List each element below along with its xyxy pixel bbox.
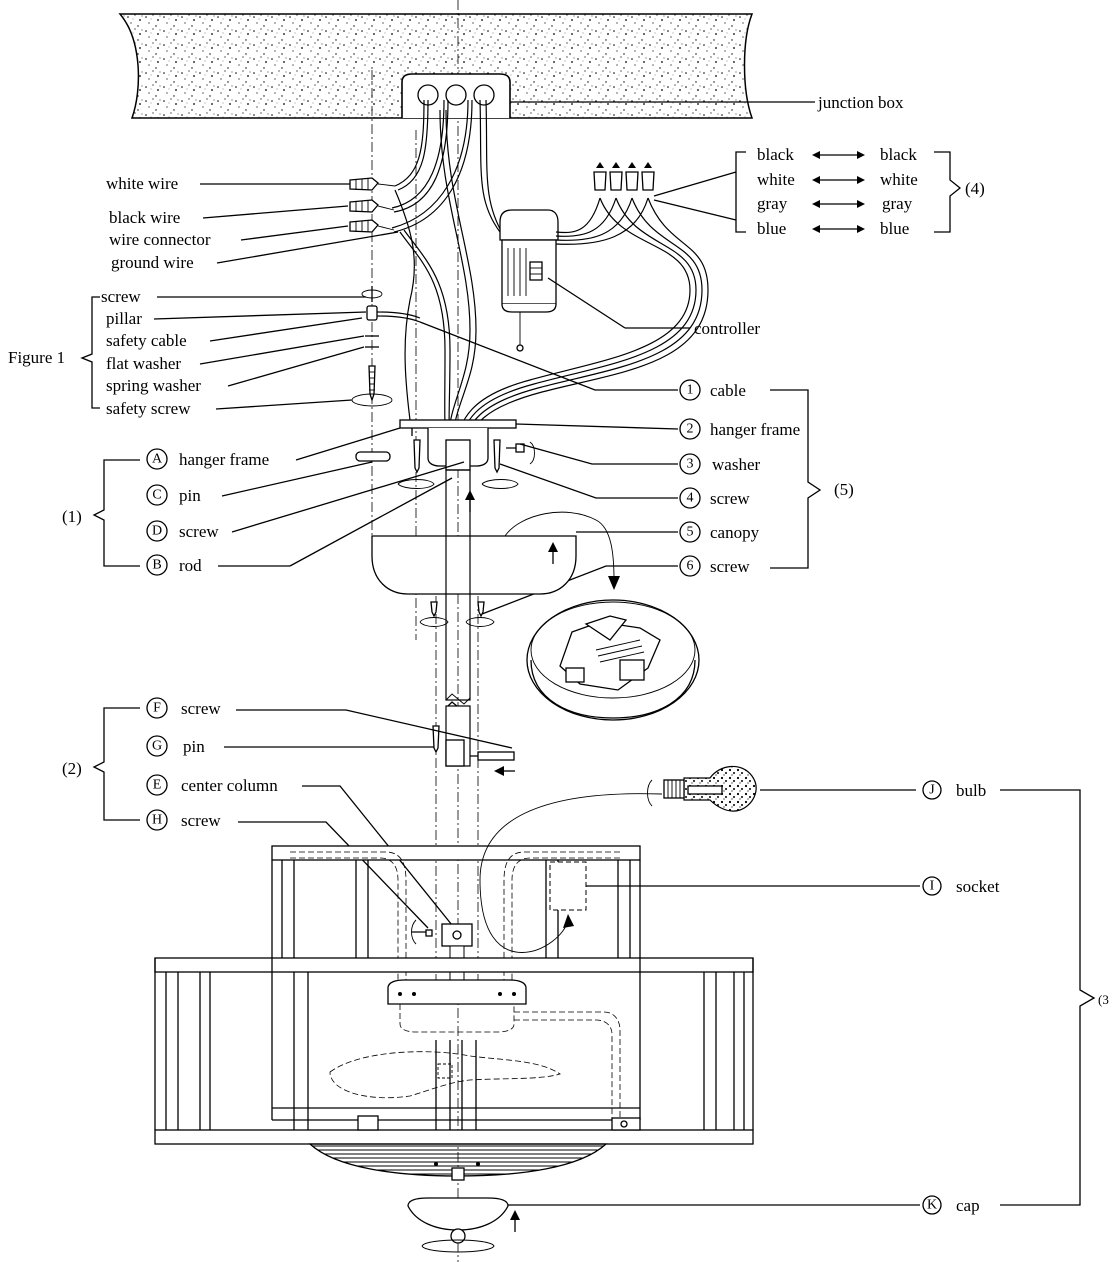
map-right-gray: gray (882, 194, 913, 213)
wire-connectors-right (593, 162, 737, 221)
mark-D: D (152, 524, 162, 539)
canopy-detail-view (526, 599, 700, 721)
map-right-white: white (880, 170, 918, 189)
group3-bracket (1000, 789, 1096, 1206)
map-left-blue: blue (757, 219, 786, 238)
map-left-gray: gray (757, 194, 788, 213)
group1-tag: (1) (62, 507, 82, 526)
mark-1: 1 (687, 383, 694, 398)
double-arrows (812, 151, 865, 233)
mark-J: J (929, 783, 935, 798)
group3-tag: (3 (1098, 992, 1109, 1007)
mark-C: C (152, 488, 161, 503)
group1-rod-label: rod (179, 556, 202, 575)
map-left-white: white (757, 170, 795, 189)
group5-screw2-label: screw (710, 557, 750, 576)
bulb (647, 765, 916, 812)
white-wire-label: white wire (106, 174, 178, 193)
group1-hanger-frame-label: hanger frame (179, 450, 269, 469)
ceiling (118, 13, 754, 119)
controller-label: controller (694, 319, 760, 338)
group5-bracket (770, 389, 822, 569)
wire-color-map: black white gray blue black white gray b… (735, 145, 985, 238)
mark-E: E (153, 778, 162, 793)
group5-canopy-label: canopy (710, 523, 760, 542)
mark-2: 2 (687, 422, 694, 437)
ground-wire-label: ground wire (111, 253, 194, 272)
mark-G: G (152, 739, 162, 754)
fig1-flat-washer-label: flat washer (106, 354, 181, 373)
group2-bracket (92, 707, 140, 821)
group2-tag: (2) (62, 759, 82, 778)
house-wires (391, 99, 505, 441)
group2-pin-label: pin (183, 737, 205, 756)
group3-socket-label: socket (956, 877, 1000, 896)
mark-A: A (152, 452, 163, 467)
fan-frame (154, 845, 920, 1181)
figure1-parts (351, 286, 421, 407)
fig1-spring-washer-label: spring washer (106, 376, 201, 395)
mark-F: F (153, 701, 161, 716)
group5-hanger-frame-label: hanger frame (710, 420, 800, 439)
downrod (432, 469, 515, 776)
wire-connector-label: wire connector (109, 230, 211, 249)
fig1-pillar-label: pillar (106, 309, 142, 328)
cap (407, 1197, 920, 1253)
mark-K: K (927, 1198, 937, 1213)
group1-pin-label: pin (179, 486, 201, 505)
group3-cap-label: cap (956, 1196, 980, 1215)
junction-box-label: junction box (817, 93, 904, 112)
figure1-label: Figure 1 (8, 348, 65, 367)
group1-screw-label: screw (179, 522, 219, 541)
fig1-safety-screw-label: safety screw (106, 399, 191, 418)
map-right-blue: blue (880, 219, 909, 238)
fig1-safety-cable-label: safety cable (106, 331, 187, 350)
wire-connectors-left (349, 177, 396, 233)
mark-I: I (930, 879, 935, 894)
mark-3: 3 (687, 457, 694, 472)
mark-6: 6 (687, 559, 694, 574)
canopy (371, 511, 620, 627)
group1-bracket (92, 459, 140, 567)
group5-tag: (5) (834, 480, 854, 499)
wire-map-group-tag: (4) (965, 179, 985, 198)
group3-bulb-label: bulb (956, 781, 986, 800)
controller-wires (455, 197, 709, 447)
mark-4: 4 (687, 491, 694, 506)
black-wire-label: black wire (109, 208, 180, 227)
junction-box (401, 73, 815, 118)
map-right-black: black (880, 145, 917, 164)
group2-screw2-label: screw (181, 811, 221, 830)
mark-5: 5 (687, 525, 694, 540)
mark-B: B (152, 558, 161, 573)
group2-center-column-label: center column (181, 776, 278, 795)
group5-screw-label: screw (710, 489, 750, 508)
mark-H: H (152, 813, 162, 828)
fig1-screw-label: screw (101, 287, 141, 306)
figure1-bracket (80, 296, 100, 409)
controller (499, 209, 690, 352)
group5-washer-label: washer (712, 455, 760, 474)
group2-screw-label: screw (181, 699, 221, 718)
group5-cable-label: cable (710, 381, 746, 400)
map-left-black: black (757, 145, 794, 164)
